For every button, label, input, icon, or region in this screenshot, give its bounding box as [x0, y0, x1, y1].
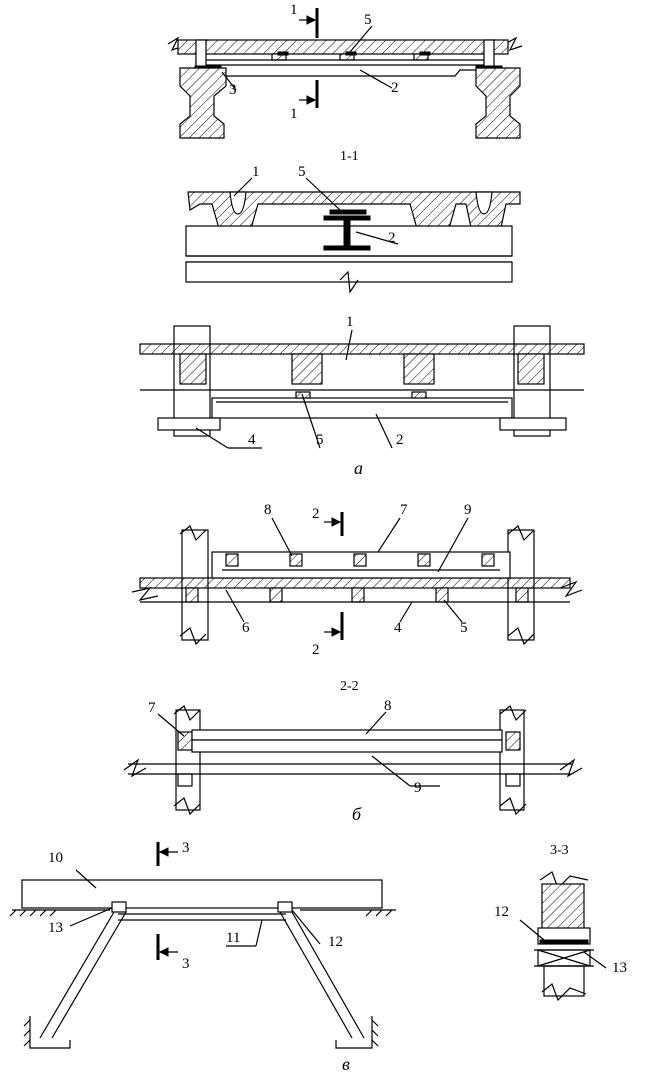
label-3-v-top: 3	[182, 840, 190, 856]
label-9-b: 9	[464, 502, 472, 518]
caption-v: в	[342, 1054, 350, 1074]
label-5-top: 5	[364, 12, 372, 28]
label-3-v-bottom: 3	[182, 956, 190, 972]
label-6-b: 6	[242, 620, 250, 636]
label-2-sec11: 2	[388, 230, 396, 246]
label-12-v: 12	[328, 934, 343, 950]
figure-b-elevation	[131, 512, 583, 646]
label-7-b: 7	[400, 502, 408, 518]
caption-a: а	[354, 458, 363, 478]
label-2-b-top: 2	[312, 506, 320, 522]
label-8-b: 8	[264, 502, 272, 518]
label-2-b-bottom: 2	[312, 642, 320, 658]
section-3-3-title: 3-3	[550, 843, 569, 858]
figure-a-elevation	[167, 8, 523, 139]
label-4-a: 4	[248, 432, 256, 448]
section-1-1	[185, 177, 521, 294]
caption-b: б	[352, 804, 362, 824]
label-1-bottom: 1	[290, 106, 298, 122]
label-9-sec22: 9	[414, 780, 422, 796]
label-5-a: 5	[316, 432, 324, 448]
section-2-2	[123, 705, 583, 816]
figure-v-elevation	[9, 842, 396, 1049]
label-1-top: 1	[290, 2, 298, 18]
label-13-v: 13	[48, 920, 63, 936]
label-11-v: 11	[226, 930, 240, 946]
label-10-v: 10	[48, 850, 63, 866]
section-1-1-title: 1-1	[340, 149, 359, 164]
label-7-sec22: 7	[148, 700, 156, 716]
label-13-sec33: 13	[612, 960, 627, 976]
label-5-b: 5	[460, 620, 468, 636]
section-2-2-title: 2-2	[340, 679, 359, 694]
label-2-top: 2	[391, 80, 399, 96]
figure-a-section	[139, 325, 585, 449]
label-5-sec11: 5	[298, 164, 306, 180]
label-1-sec11: 1	[252, 164, 260, 180]
label-4-b: 4	[394, 620, 402, 636]
label-3-top: 3	[229, 82, 237, 98]
label-1-a: 1	[346, 314, 354, 330]
label-8-sec22: 8	[384, 698, 392, 714]
label-2-a: 2	[396, 432, 404, 448]
section-3-3	[519, 871, 607, 1002]
label-12-sec33: 12	[494, 904, 509, 920]
